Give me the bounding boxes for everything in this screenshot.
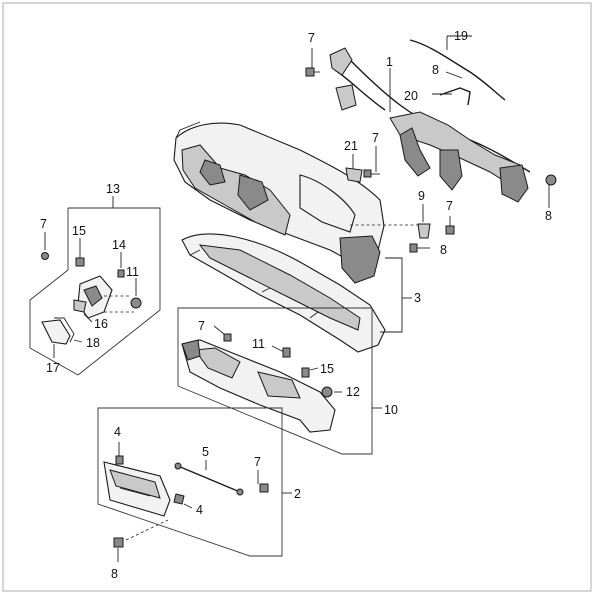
group-2 (97, 407, 292, 562)
bracket-9 (417, 223, 431, 239)
callout-7-left: 7 (40, 217, 47, 231)
lower-pad-part (181, 233, 386, 353)
callout-15-left: 15 (72, 224, 86, 238)
callout-17: 17 (46, 361, 60, 375)
fasteners (305, 67, 557, 253)
callout-14: 14 (112, 238, 126, 252)
callout-13: 13 (106, 182, 120, 196)
callout-5: 5 (202, 445, 209, 459)
harness-part (409, 39, 506, 101)
callout-7-right: 7 (446, 199, 453, 213)
bolt-7-top (305, 67, 320, 77)
callout-8-mid: 8 (440, 243, 447, 257)
bolt-7-mid (363, 169, 380, 178)
callout-11-left: 11 (126, 265, 139, 279)
cross-bar-part (329, 47, 531, 203)
callout-20: 20 (404, 89, 418, 103)
callout-8-top: 8 (432, 63, 439, 77)
callout-12: 12 (346, 385, 360, 399)
diagram-border (2, 2, 592, 592)
bolt-8-right (545, 174, 557, 186)
callout-19: 19 (454, 29, 468, 43)
group-13 (29, 196, 161, 376)
callout-16: 16 (94, 317, 108, 331)
group-10 (177, 307, 382, 455)
callout-15-cover: 15 (320, 362, 334, 376)
callout-18: 18 (86, 336, 100, 350)
callout-21: 21 (344, 139, 358, 153)
callout-8-bottom: 8 (111, 567, 118, 581)
callout-4-top: 4 (114, 425, 121, 439)
callout-8-right: 8 (545, 209, 552, 223)
callout-10: 10 (384, 403, 398, 417)
bracket-21 (345, 167, 363, 183)
callout-9: 9 (418, 189, 425, 203)
callout-4-bottom: 4 (196, 503, 203, 517)
bracket-part (439, 87, 471, 106)
leader-lines (311, 35, 550, 333)
callout-7-mid: 7 (372, 131, 379, 145)
bolt-8-mid (409, 243, 420, 253)
callout-1: 1 (386, 55, 393, 69)
callout-11-cover: 11 (252, 337, 265, 351)
callout-7-cover: 7 (198, 319, 205, 333)
callout-7-top: 7 (308, 31, 315, 45)
crash-pad-part (173, 121, 385, 284)
callout-7-glovebox: 7 (254, 455, 261, 469)
callout-3: 3 (414, 291, 421, 305)
callout-2: 2 (294, 487, 301, 501)
callout-labels: 1 2 3 4 4 5 7 7 7 7 7 7 8 8 8 8 9 10 11 … (40, 29, 552, 581)
bolt-7-right (445, 225, 455, 235)
